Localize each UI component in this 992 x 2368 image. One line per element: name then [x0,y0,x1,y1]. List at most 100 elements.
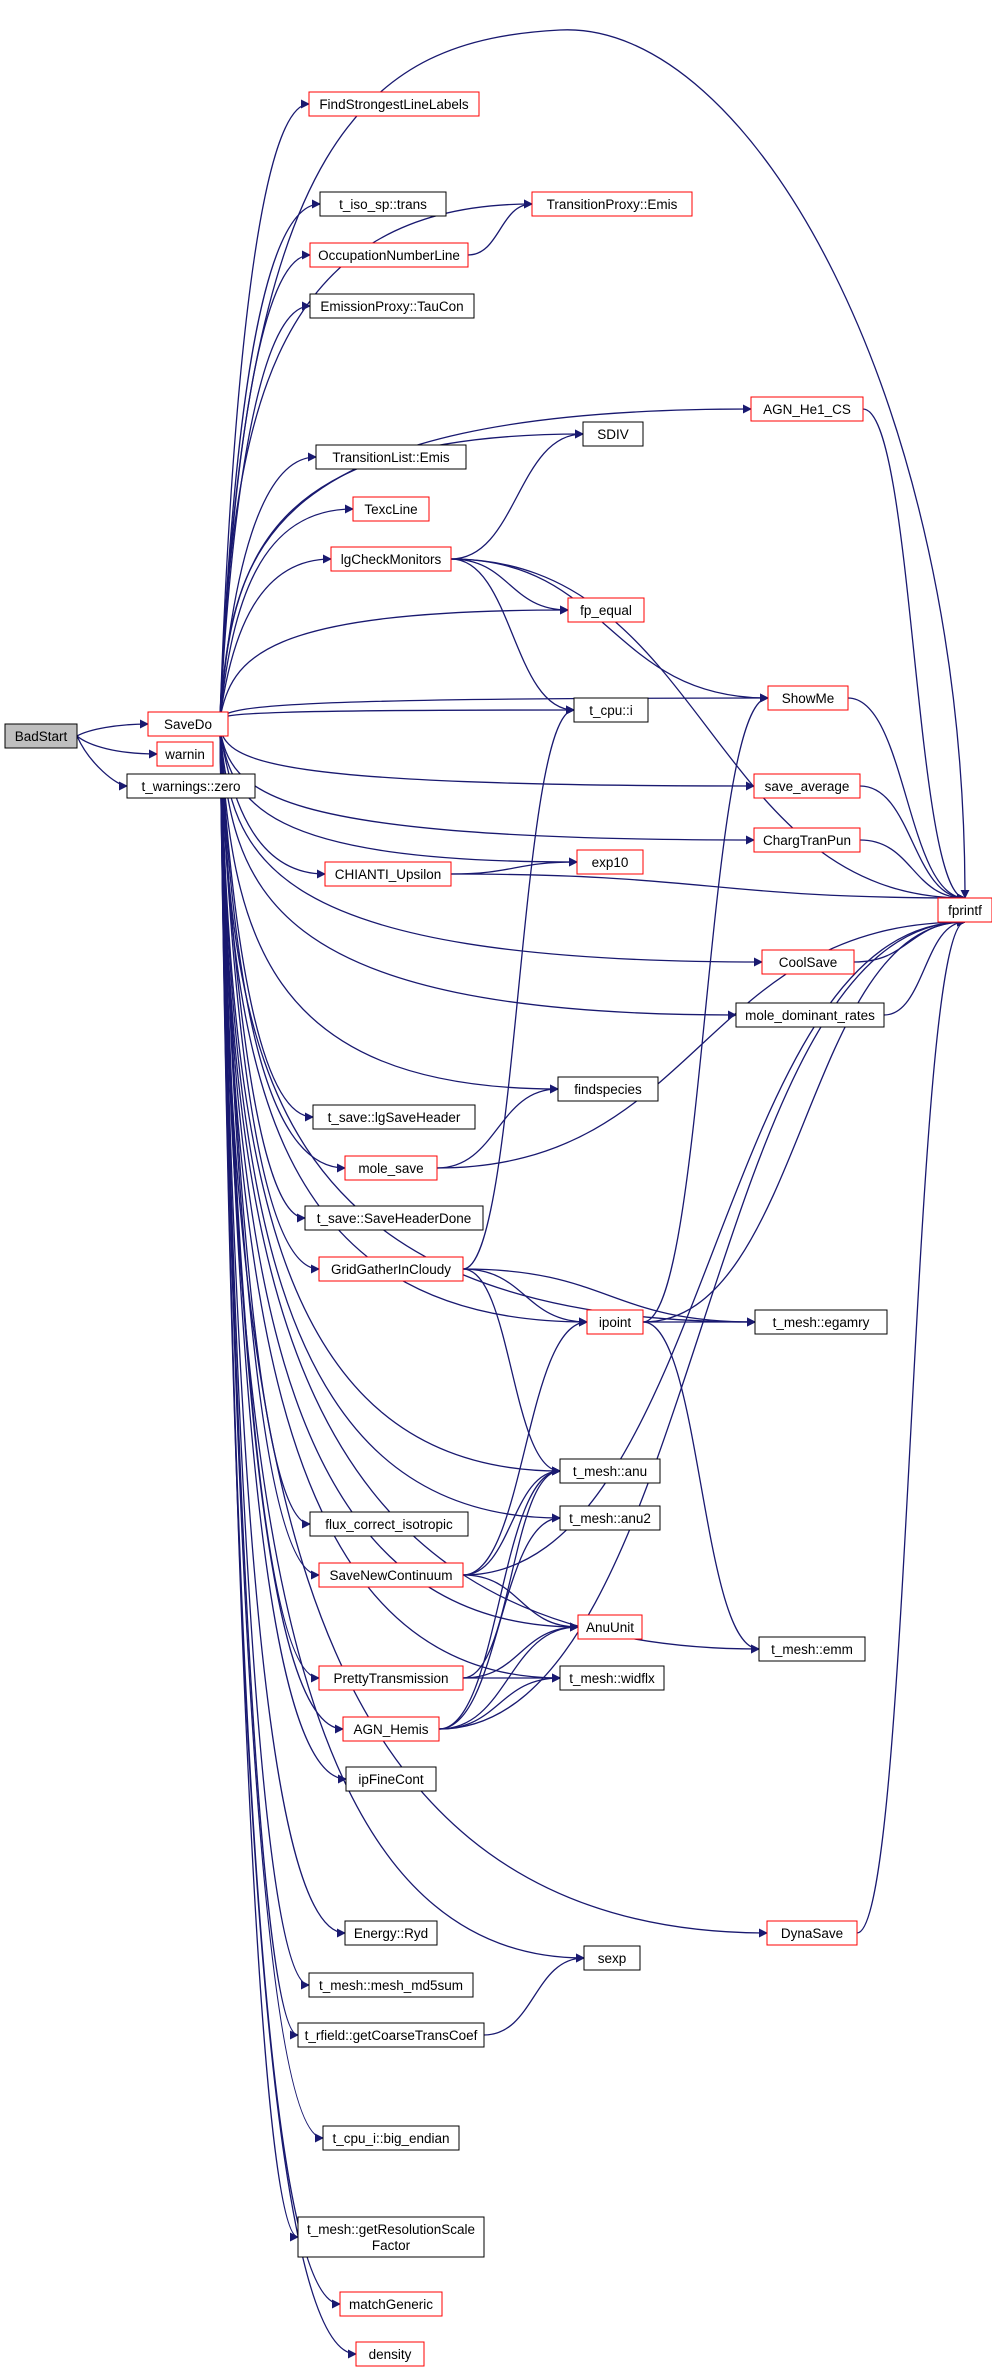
node-box [576,849,644,875]
node-t-mesh-egamry[interactable]: t_mesh::egamry [754,1309,888,1335]
node-box [352,496,430,522]
edge-save-do-to-t-iso-sp-trans [219,199,321,719]
node-box [344,1920,438,1946]
node-label: lgCheckMonitors [341,552,442,567]
node-charg-tran-pun[interactable]: ChargTranPun [753,827,861,853]
node-energy-ryd[interactable]: Energy::Ryd [344,1920,438,1946]
node-show-me[interactable]: ShowMe [767,685,849,711]
node-emission-proxy-tau-con[interactable]: EmissionProxy::TauCon [309,293,475,319]
edge-lg-check-monitors-to-t-cpu-i [450,558,575,715]
node-find-strongest-line-labels[interactable]: FindStrongestLineLabels [308,91,480,117]
node-sdiv[interactable]: SDIV [582,421,644,447]
node-box [750,396,864,422]
node-anu-unit[interactable]: AnuUnit [577,1614,643,1640]
edge-pretty-transmission-to-t-mesh-anu [462,1466,561,1679]
node-bad-start[interactable]: BadStart [4,723,78,749]
edge-grid-gather-in-cloudy-to-ipoint [462,1268,588,1327]
node-label: CHIANTI_Upsilon [335,867,442,882]
node-label: t_iso_sp::trans [339,197,427,212]
node-chianti-upsilon[interactable]: CHIANTI_Upsilon [324,861,452,887]
node-texc-line[interactable]: TexcLine [352,496,430,522]
node-box [126,773,256,799]
node-label: PrettyTransmission [333,1671,448,1686]
node-box [309,1511,469,1537]
node-box [309,242,469,268]
node-grid-gather-in-cloudy[interactable]: GridGatherInCloudy [318,1256,464,1282]
node-t-save-save-header-done[interactable]: t_save::SaveHeaderDone [304,1205,484,1231]
node-t-save-lg-save-header[interactable]: t_save::lgSaveHeader [312,1104,476,1130]
node-sexp[interactable]: sexp [583,1945,641,1971]
node-transition-proxy-emis[interactable]: TransitionProxy::Emis [531,191,693,217]
edge-save-do-to-density [219,729,357,2359]
edge-save-do-to-t-mesh-anu2 [219,729,561,1523]
edge-save-do-to-lg-check-monitors [219,554,332,719]
node-mole-dominant-rates[interactable]: mole_dominant_rates [735,1002,885,1028]
node-match-generic[interactable]: matchGeneric [339,2291,443,2317]
node-box [324,861,452,887]
node-t-mesh-anu[interactable]: t_mesh::anu [559,1458,661,1484]
node-fp-equal[interactable]: fp_equal [567,597,645,623]
edge-save-new-continuum-to-ipoint [462,1317,588,1576]
node-label: matchGeneric [349,2297,433,2312]
edge-save-do-to-dyna-save [219,729,768,1938]
node-findspecies[interactable]: findspecies [557,1076,659,1102]
node-box [322,2125,460,2151]
node-save-do[interactable]: SaveDo [147,711,229,737]
node-occupation-number-line[interactable]: OccupationNumberLine [309,242,469,268]
node-t-cpu-i[interactable]: t_cpu::i [573,697,649,723]
node-density[interactable]: density [355,2341,425,2367]
edge-mole-dominant-rates-to-fprintf [883,917,966,1016]
node-box [344,1155,438,1181]
edge-save-do-to-agn-he1-cs [219,404,752,719]
node-pretty-transmission[interactable]: PrettyTransmission [318,1665,464,1691]
node-agn-he1-cs[interactable]: AGN_He1_CS [750,396,864,422]
edge-agn-he1-cs-to-fprintf [862,408,966,903]
node-box [297,2022,485,2048]
node-label: fp_equal [580,603,632,618]
node-exp10[interactable]: exp10 [576,849,644,875]
node-box [156,741,214,767]
node-cool-save[interactable]: CoolSave [761,949,855,975]
node-label: ipoint [599,1315,632,1330]
node-mole-save[interactable]: mole_save [344,1155,438,1181]
node-box [4,723,78,749]
node-fprintf[interactable]: fprintf [937,897,992,923]
node-ip-fine-cont[interactable]: ipFineCont [345,1766,437,1792]
node-box [567,597,645,623]
node-lg-check-monitors[interactable]: lgCheckMonitors [330,546,452,572]
node-transition-list-emis[interactable]: TransitionList::Emis [315,444,467,470]
node-t-rfield-get-coarse-trans-coef[interactable]: t_rfield::getCoarseTransCoef [297,2022,485,2048]
node-box [297,2216,485,2258]
node-box [309,293,475,319]
node-label: flux_correct_isotropic [325,1517,453,1532]
node-label: density [369,2347,412,2362]
node-dyna-save[interactable]: DynaSave [766,1920,858,1946]
node-agn-hemis[interactable]: AGN_Hemis [342,1716,440,1742]
node-t-mesh-emm[interactable]: t_mesh::emm [758,1636,866,1662]
node-label: AnuUnit [586,1620,634,1635]
edge-lg-check-monitors-to-fprintf [450,558,966,903]
node-t-warnings-zero[interactable]: t_warnings::zero [126,773,256,799]
edge-mole-save-to-fprintf [436,917,966,1169]
node-warnin[interactable]: warnin [156,741,214,767]
node-save-new-continuum[interactable]: SaveNewContinuum [318,1562,464,1588]
node-ipoint[interactable]: ipoint [586,1309,644,1335]
node-label: t_mesh::mesh_md5sum [319,1978,463,1993]
node-box [308,91,480,117]
edge-grid-gather-in-cloudy-to-t-cpu-i [462,705,575,1270]
edge-show-me-to-fprintf [847,697,966,903]
node-flux-correct-isotropic[interactable]: flux_correct_isotropic [309,1511,469,1537]
node-t-mesh-widflx[interactable]: t_mesh::widflx [559,1665,665,1691]
edge-agn-hemis-to-t-mesh-anu2 [438,1513,561,1730]
node-t-cpu-i-big-endian[interactable]: t_cpu_i::big_endian [322,2125,460,2151]
node-save-average[interactable]: save_average [753,773,861,799]
edge-save-do-to-t-mesh-get-resolution-scale-factor [219,729,299,2242]
edge-save-do-to-texc-line [219,504,354,719]
node-t-iso-sp-trans[interactable]: t_iso_sp::trans [319,191,447,217]
node-t-mesh-mesh-md5sum[interactable]: t_mesh::mesh_md5sum [308,1972,474,1998]
edge-lg-check-monitors-to-fp-equal [450,558,569,615]
node-t-mesh-anu2[interactable]: t_mesh::anu2 [559,1505,661,1531]
